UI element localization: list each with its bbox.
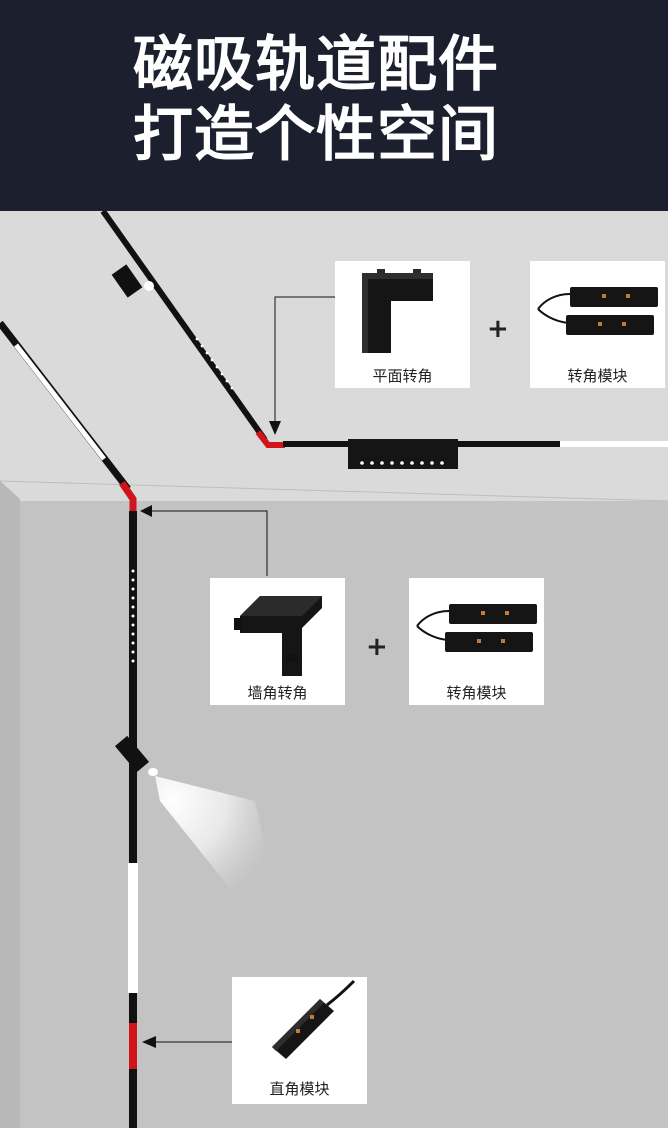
plus-sign-2: + [366,632,388,662]
wall-spotlight [114,735,158,776]
wall-corner-red-highlight [119,481,137,513]
plus-sign-1: + [487,314,509,344]
wall-ceiling-edge [0,480,668,502]
flat-corner-connector-icon [362,269,433,353]
wall-corner-connector-icon [234,596,322,676]
card-flat-corner: 平面转角 [335,261,470,388]
spotlight-beam [155,776,275,901]
headline-line-1: 磁吸轨道配件 [133,30,499,100]
corner-module-pair-icon [537,287,658,335]
wall-dot-lights [131,569,135,663]
right-angle-module-label: 直角模块 [269,1080,330,1098]
right-angle-module-icon [272,979,356,1059]
arrow-flat-corner-head [269,421,281,435]
arrow-right-angle-head [142,1036,156,1048]
wall-light-bar [128,863,138,993]
wall-corner-label: 墙角转角 [247,684,308,702]
ceiling-track-diagonal [100,211,268,442]
arrow-flat-corner [274,296,335,423]
left-wall [0,481,20,1128]
card-corner-module-2: 转角模块 [409,578,544,705]
headline-line-2: 打造个性空间 [133,100,499,170]
corner-module-1-label: 转角模块 [567,367,628,385]
flat-corner-red-highlight [255,430,285,448]
header-banner: 磁吸轨道配件 打造个性空间 [0,0,668,211]
left-ceiling-light-bar [14,343,106,461]
room-illustration [0,211,668,1128]
room-scene [0,211,668,1128]
ceiling-dot-lights [195,337,234,390]
flat-corner-label: 平面转角 [372,367,433,385]
card-right-angle-module: 直角模块 [232,977,367,1104]
arrow-wall-corner [150,510,268,576]
corner-module-pair-icon [416,604,537,652]
corner-module-2-label: 转角模块 [446,684,507,702]
ceiling-surface [0,211,668,501]
card-wall-corner: 墙角转角 [210,578,345,705]
ceiling-spotlight [111,264,154,298]
right-angle-red-highlight [129,1023,137,1069]
arrow-wall-corner-head [140,505,152,517]
grille-light-dots [360,461,444,465]
card-corner-module-1: 转角模块 [530,261,665,388]
